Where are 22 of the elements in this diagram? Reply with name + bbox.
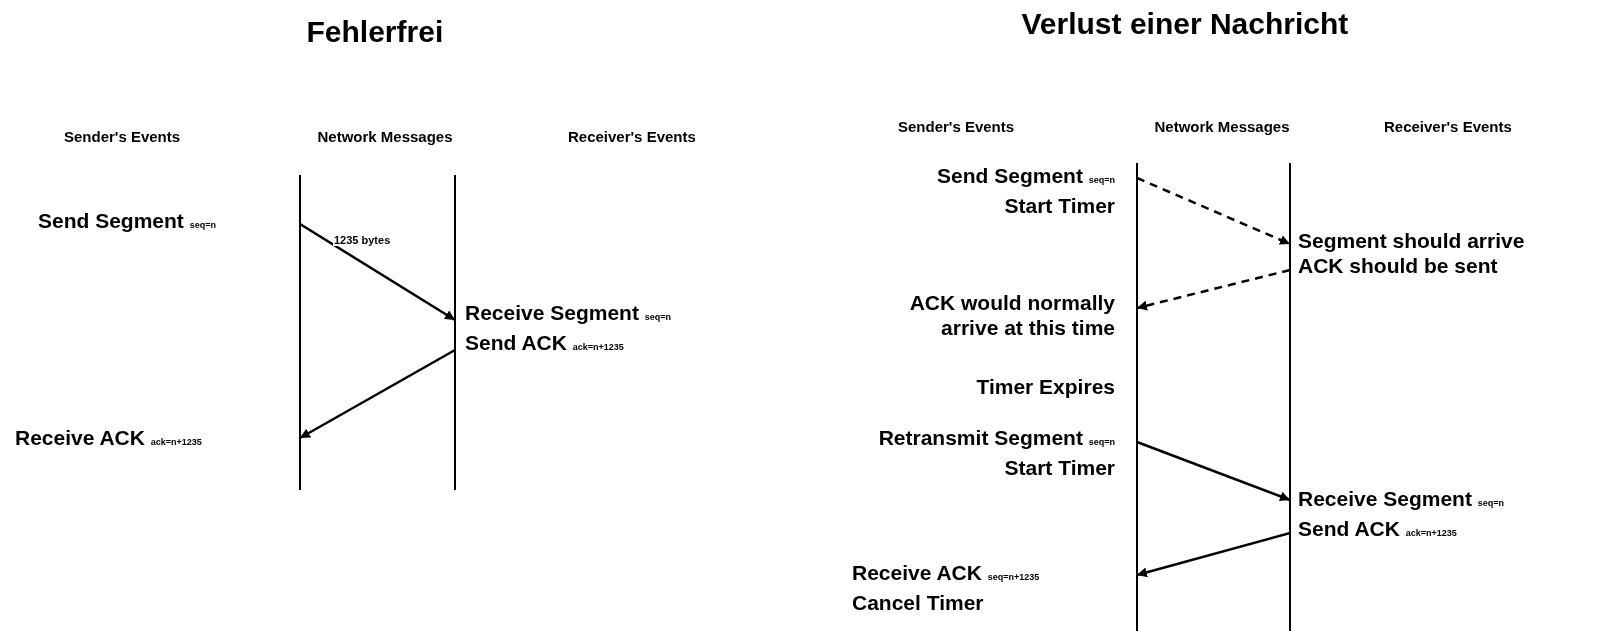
- message-arrow: [1136, 440, 1291, 502]
- message-arrow: [1136, 176, 1291, 246]
- panel-title: Fehlerfrei: [306, 15, 444, 49]
- column-heading: Sender's Events: [64, 128, 181, 145]
- message-arrow: [1136, 531, 1291, 578]
- column-heading: Sender's Events: [898, 118, 1015, 135]
- column-heading: Network Messages: [317, 128, 453, 145]
- column-heading: Receiver's Events: [1384, 118, 1512, 135]
- message-arrow: [299, 348, 456, 440]
- event-text: Segment should arrive: [1298, 229, 1525, 252]
- event-text: ACK should be sent: [1298, 254, 1498, 277]
- column-heading: Receiver's Events: [568, 128, 696, 145]
- message-arrow: [299, 222, 456, 322]
- event-text: Cancel Timer: [852, 591, 984, 614]
- event-text: Start Timer: [1004, 456, 1115, 479]
- column-heading: Network Messages: [1154, 118, 1290, 135]
- event-text: Start Timer: [1004, 194, 1115, 217]
- event-text: ACK would normally arrive at this time: [909, 291, 1115, 339]
- edge-label: 1235 bytes: [333, 234, 392, 246]
- panel-title: Verlust einer Nachricht: [1021, 7, 1349, 41]
- event-text: Timer Expires: [976, 375, 1115, 398]
- message-arrow: [1136, 268, 1291, 311]
